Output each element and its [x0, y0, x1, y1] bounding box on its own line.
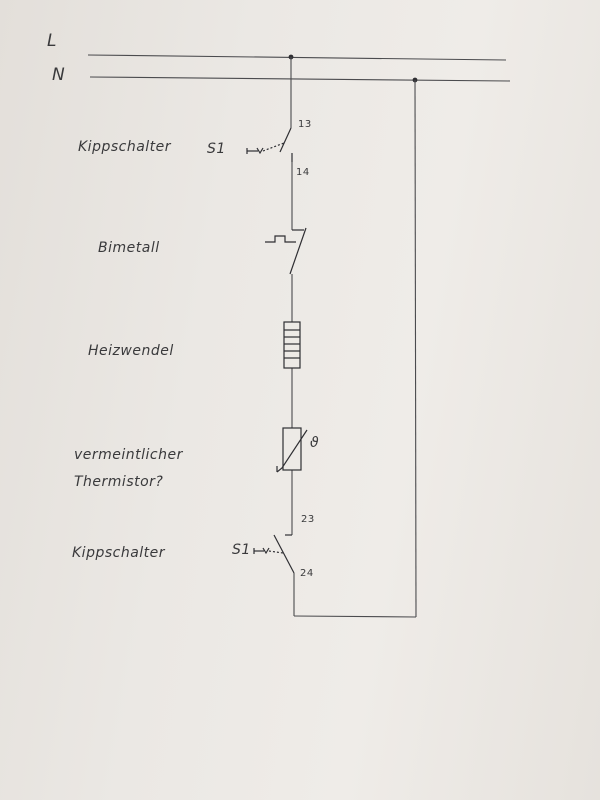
rail-label-l: L — [47, 31, 57, 51]
terminal-23-label: 23 — [301, 514, 315, 525]
terminal-24-label: 24 — [300, 568, 314, 579]
thermistor-symbol-label: ϑ — [310, 435, 319, 451]
rail-label-n: N — [52, 65, 65, 85]
bimetal-switch: Bimetall — [98, 227, 307, 275]
neutral-rail-line — [89, 76, 511, 82]
series-wiring — [290, 57, 417, 618]
switch-bottom-id: S1 — [232, 542, 251, 558]
heater-label: Heizwendel — [88, 343, 174, 359]
switch-s1-top: 13 14 S1 Kippschalter — [78, 119, 312, 178]
terminal-13-label: 13 — [298, 119, 312, 130]
switch-s1-bottom: 23 24 S1 Kippschalter — [72, 514, 315, 579]
terminal-14-label: 14 — [296, 167, 310, 178]
heater-coil: Heizwendel — [88, 321, 301, 369]
switch-top-id: S1 — [207, 141, 226, 157]
switch-top-label: Kippschalter — [78, 139, 172, 155]
bimetal-label: Bimetall — [98, 240, 160, 256]
switch-bottom-label: Kippschalter — [72, 545, 166, 561]
thermistor-label-line1: vermeintlicher — [74, 447, 184, 463]
thermistor: ϑ vermeintlicher Thermistor? — [74, 427, 319, 490]
phase-rail-line — [87, 54, 507, 61]
thermistor-label-line2: Thermistor? — [74, 474, 163, 490]
